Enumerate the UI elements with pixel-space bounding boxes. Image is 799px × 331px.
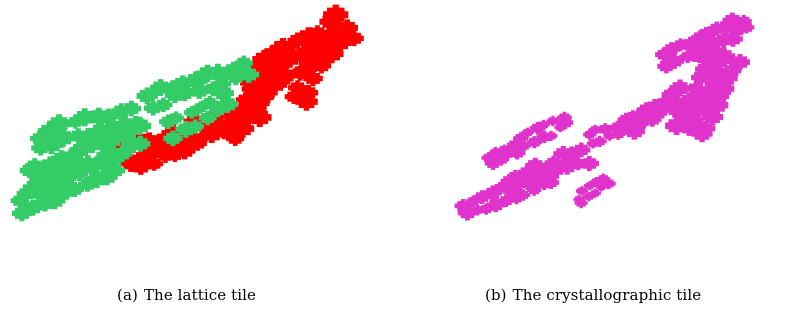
green-tile-cell: [212, 84, 234, 102]
crystallographic-tile-cell: [661, 87, 678, 101]
green-tile-cell: [10, 193, 29, 208]
green-tile-cell: [124, 115, 148, 135]
red-tile-cell: [303, 70, 323, 87]
crystallographic-tile-cell: [579, 155, 599, 172]
crystallographic-tile-cell: [536, 130, 552, 144]
green-tile-cell: [66, 114, 84, 129]
crystallographic-tile-cell: [583, 129, 597, 140]
crystallographic-tile-cell: [536, 178, 552, 190]
green-tile-cell: [163, 130, 183, 147]
green-tile-cell: [87, 107, 111, 126]
subfigure-b: (b) The crystallographic tile: [400, 0, 799, 331]
crystallographic-tile-cell: [597, 123, 613, 136]
crystallographic-tile-cell: [557, 111, 572, 124]
caption-b-text: The crystallographic tile: [512, 286, 702, 304]
red-tile-cell: [292, 64, 311, 79]
crystallographic-tile-cell: [573, 194, 585, 204]
subfigure-a: (a) The lattice tile: [10, 4, 364, 304]
green-tile-cell: [198, 110, 217, 126]
crystallographic-tile-cell: [657, 59, 676, 74]
red-tile-cell: [299, 52, 322, 71]
crystallographic-tile-cell: [481, 152, 496, 164]
crystallographic-tile-cell: [586, 138, 600, 149]
lattice-tile-green: [10, 55, 260, 222]
green-tile-cell: [175, 121, 197, 138]
red-tile-cell: [299, 28, 320, 45]
caption-a-text: The lattice tile: [143, 286, 257, 304]
green-tile-cell: [136, 87, 158, 105]
green-tile-cell: [12, 205, 32, 222]
red-tile-cell: [128, 152, 149, 169]
crystallographic-tile-figure: [454, 12, 755, 221]
crystallographic-tile-cell: [520, 170, 535, 182]
crystallographic-tile: [454, 12, 755, 221]
red-tile-cell: [284, 89, 303, 104]
green-tile-cell: [19, 162, 40, 179]
crystallographic-tile-cell: [575, 186, 588, 196]
caption-a-tag: (a): [117, 286, 138, 304]
red-tile-cell: [319, 13, 341, 31]
green-tile-cell: [150, 79, 172, 96]
crystallographic-tile-cell: [554, 122, 567, 133]
green-tile-cell: [159, 114, 178, 129]
crystallographic-tile-cell: [610, 120, 625, 133]
red-tile-cell: [188, 136, 207, 151]
crystallographic-tile-cell: [514, 177, 529, 189]
crystallographic-tile-cell: [506, 138, 524, 152]
lattice-tile-figure: [10, 4, 364, 222]
green-tile-cell: [30, 131, 49, 146]
crystallographic-tile-cell: [584, 181, 596, 191]
caption-b-tag: (b): [485, 286, 507, 304]
green-tile-cell: [183, 106, 200, 119]
crystallographic-tile-cell: [655, 47, 673, 62]
green-tile-cell: [31, 140, 51, 156]
green-tile-cell: [81, 159, 102, 176]
caption-b: (b) The crystallographic tile: [485, 286, 701, 304]
crystallographic-tile-cell: [454, 199, 472, 213]
red-tile-cell: [268, 72, 291, 91]
crystallographic-tile-cell: [526, 184, 542, 196]
red-tile-cell: [299, 42, 319, 58]
crystallographic-tile-cell: [665, 116, 689, 135]
caption-a: (a) The lattice tile: [117, 286, 256, 304]
